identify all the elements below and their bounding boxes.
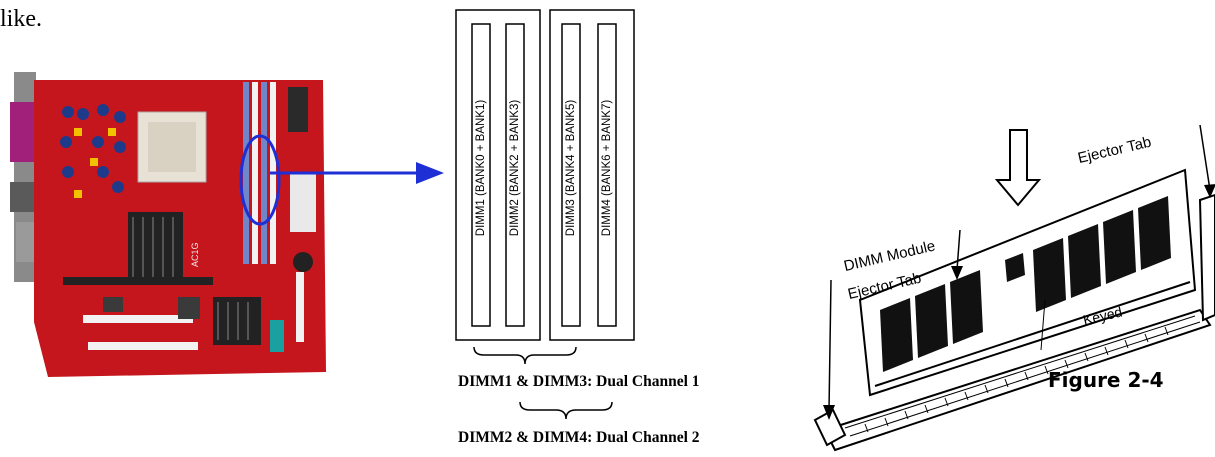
- intro-text: like.: [0, 6, 42, 32]
- dimm-install-illustration: [813, 124, 1215, 452]
- motherboard-model-label: AC1G: [190, 242, 200, 267]
- dimm-slot-4: [597, 23, 617, 327]
- channel1-caption: DIMM1 & DIMM3: Dual Channel 1: [458, 373, 700, 390]
- dimm-slot-2: [505, 23, 525, 327]
- figure-label: Figure 2-4: [1048, 368, 1164, 392]
- dimm-slot-diagram: [455, 9, 635, 341]
- dimm-slot-3: [561, 23, 581, 327]
- channel2-caption: DIMM2 & DIMM4: Dual Channel 2: [458, 429, 700, 446]
- motherboard-photo: AC1G: [10, 72, 326, 377]
- dimm2-label: DIMM2 (BANK2 + BANK3): [509, 99, 521, 237]
- channel1-brace: [473, 346, 577, 365]
- dimm1-label: DIMM1 (BANK0 + BANK1): [475, 99, 487, 237]
- dimm-slot-1: [471, 23, 491, 327]
- dimm4-label: DIMM4 (BANK6 + BANK7): [601, 99, 613, 237]
- dimm3-label: DIMM3 (BANK4 + BANK5): [565, 99, 577, 237]
- channel2-brace: [519, 401, 613, 420]
- pointer-arrow: [270, 162, 444, 184]
